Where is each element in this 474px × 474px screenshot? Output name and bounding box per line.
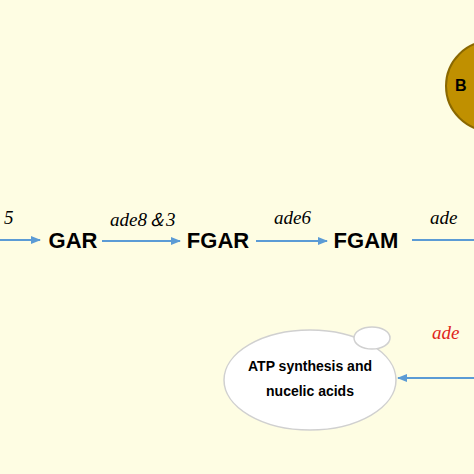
enzyme-label: ade6 xyxy=(274,207,311,229)
node-text: GAR xyxy=(49,228,98,254)
node-text: FGAM xyxy=(334,228,399,254)
pathway-arrow xyxy=(412,239,474,241)
ellipse-outline xyxy=(222,326,398,432)
circle-node: B xyxy=(445,40,474,132)
pathway-arrow xyxy=(102,240,180,242)
cell-ellipse: ATP synthesis and nucelic acids xyxy=(222,326,398,432)
node-text: ATP synthesis and nucelic acids xyxy=(245,354,375,404)
metabolite-node: FGAR xyxy=(180,226,256,256)
enzyme-label: 5 xyxy=(4,207,14,229)
pathway-arrow xyxy=(0,239,40,241)
pathway-arrow xyxy=(398,377,474,379)
metabolite-node: FGAM xyxy=(327,226,405,256)
pathway-arrow xyxy=(256,240,327,242)
enzyme-label: ade xyxy=(430,207,457,229)
enzyme-label: ade8＆3 xyxy=(110,207,175,233)
metabolite-node: GAR xyxy=(44,226,102,256)
enzyme-label: ade xyxy=(432,322,459,344)
node-text: B xyxy=(455,77,467,95)
node-text: FGAR xyxy=(187,228,249,254)
